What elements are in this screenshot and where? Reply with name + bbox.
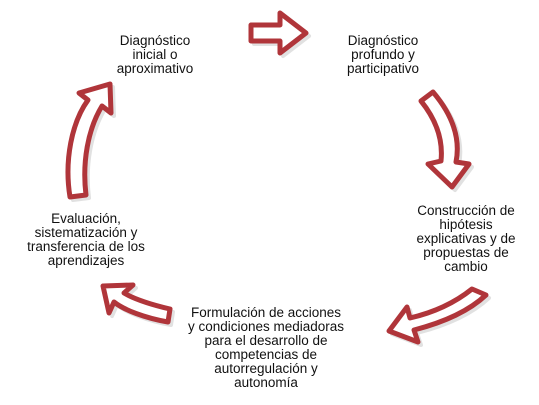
node-line: transferencia de los — [27, 239, 145, 254]
node-line: explicativas y de — [416, 231, 516, 246]
node-line: cambio — [444, 259, 488, 274]
node-line: autorregulación y — [214, 361, 318, 376]
node-line: propuestas de — [423, 245, 509, 260]
node-line: Evaluación, — [51, 211, 121, 226]
node-line: Formulación de acciones — [190, 305, 342, 320]
node-line: sistematización y — [34, 225, 138, 240]
node-line: profundo y — [351, 47, 415, 62]
node-line: para el desarrollo de — [204, 333, 328, 348]
node-line: inicial o — [132, 47, 178, 62]
node-line: y condiciones mediadoras — [187, 319, 345, 334]
node-line: aprendizajes — [47, 253, 125, 268]
arrow-evaluacion-to-inicial — [65, 81, 114, 200]
node-line: aproximativo — [116, 61, 194, 76]
arrow-inicial-to-profundo — [248, 10, 309, 56]
node-diagnostico-inicial: Diagnóstico inicial o aproximativo — [100, 34, 210, 76]
node-line: autonomía — [234, 375, 298, 390]
arrow-hipotesis-to-formulacion — [386, 286, 489, 345]
node-line: hipótesis — [439, 217, 493, 232]
node-line: competencias de — [214, 347, 318, 362]
node-line: Diagnóstico — [347, 33, 419, 48]
node-diagnostico-profundo: Diagnóstico profundo y participativo — [326, 34, 440, 76]
node-construccion-hipotesis: Construcción de hipótesis explicativas y… — [396, 204, 536, 274]
node-evaluacion: Evaluación, sistematización y transferen… — [6, 212, 166, 268]
node-formulacion-acciones: Formulación de acciones y condiciones me… — [166, 306, 366, 390]
arrow-profundo-to-hipotesis — [418, 89, 472, 190]
node-line: participativo — [346, 61, 420, 76]
node-line: Construcción de — [417, 203, 515, 218]
node-line: Diagnóstico — [119, 33, 191, 48]
arrow-formulacion-to-evaluacion — [100, 282, 173, 325]
